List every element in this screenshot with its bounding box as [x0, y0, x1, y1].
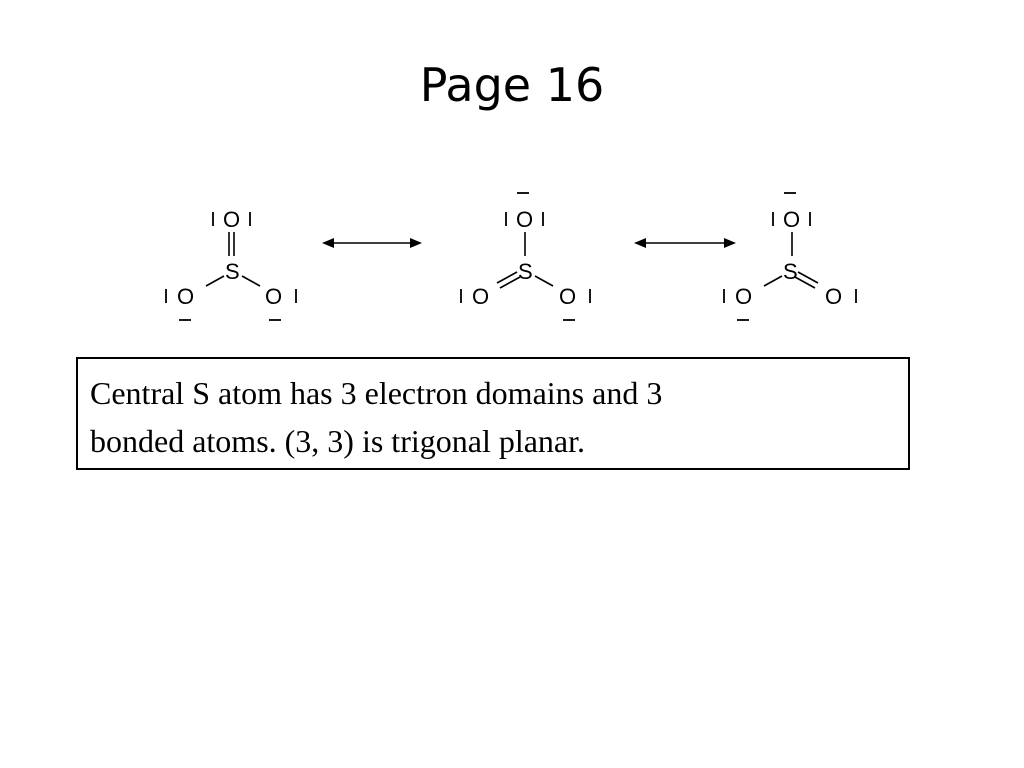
resonance-diagram-svg: O S O O: [165, 192, 857, 321]
structure-3-right-oxygen: O: [825, 284, 842, 309]
structure-3-top-oxygen: O: [783, 207, 800, 232]
slide-title: Page 16: [419, 58, 605, 112]
structure-3-left-oxygen: O: [735, 284, 752, 309]
explanation-line-2: bonded atoms. (3, 3) is trigonal planar.: [90, 423, 586, 459]
resonance-structures-diagram: O S O O: [150, 180, 870, 330]
explanation-line-1: Central S atom has 3 electron domains an…: [90, 375, 663, 411]
structure-2-top-oxygen: O: [516, 207, 533, 232]
resonance-arrow-2: [634, 238, 736, 248]
structure-2-right-oxygen: O: [559, 284, 576, 309]
resonance-structure-1: O S O O: [165, 207, 297, 321]
structure-2-sulfur: S: [518, 259, 533, 284]
structure-3-sulfur: S: [783, 259, 798, 284]
structure-1-sulfur: S: [225, 259, 240, 284]
structure-1-left-oxygen: O: [177, 284, 194, 309]
structure-2-left-oxygen: O: [472, 284, 489, 309]
resonance-structure-2: O S O O: [460, 192, 591, 321]
explanation-textbox: Central S atom has 3 electron domains an…: [76, 357, 910, 470]
resonance-arrow-1: [322, 238, 422, 248]
resonance-structure-3: O S O O: [723, 192, 857, 321]
structure-1-top-oxygen: O: [223, 207, 240, 232]
structure-1-right-oxygen: O: [265, 284, 282, 309]
